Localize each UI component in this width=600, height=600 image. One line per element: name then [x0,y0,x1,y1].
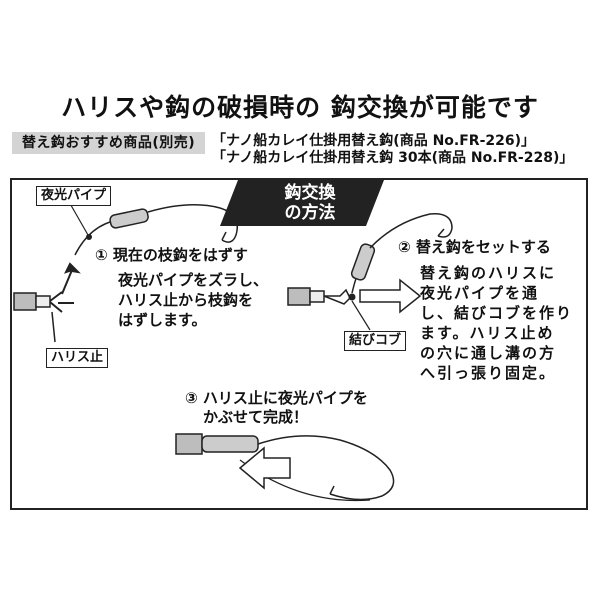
step2-body: 替え鈎のハリスに 夜光パイプを通 し、結びコブを作り ます。ハリス止め の穴に通… [420,263,573,383]
step1-title: ① 現在の枝鈎をはずす [95,246,248,264]
step2-body-line: へ引っ張り固定。 [420,364,557,382]
step1-stopper-clip [49,291,74,313]
step1-up-arrow [61,262,81,295]
step1-diagram [13,199,238,343]
step2-knot [348,293,356,301]
step2-stopper-body [309,290,325,303]
method-frame [10,178,588,510]
step2-hook [369,213,453,249]
step3-title-line: ③ ハリス止に夜光パイプを [185,389,368,407]
step2-body-line: ます。ハリス止め [420,324,555,342]
step1-stopper-pointer [51,311,56,343]
step1-body-line: 夜光パイプをズラし、 [118,271,269,289]
label-knot: 結びコブ [344,331,407,351]
step1-knot [86,234,92,240]
step3-pipe [201,435,259,453]
step1-stopper-sleeve [13,292,37,311]
step1-hook [147,204,238,243]
step3-hook-barb [329,485,335,495]
step2-right-arrow [359,278,422,314]
step3-upper-line [257,435,395,501]
step2-body-line: の穴に通し溝の方 [420,344,557,362]
step2-diagram [287,213,453,331]
step2-pipe [350,243,376,281]
step1-body: 夜光パイプをズラし、 ハリス止から枝鈎を はずします。 [118,270,268,330]
step2-body-line: 替え鈎のハリスに [420,264,557,282]
step3-diagram [175,433,395,502]
product-fr-226: 「ナノ船カレイ仕掛用替え鈎(商品 No.FR-226)」 [212,133,536,149]
step1-body-line: はずします。 [118,311,207,329]
method-banner: 鈎交換 の方法 [265,183,355,223]
label-night-pipe: 夜光パイプ [36,186,112,206]
step1-pipe [109,208,149,229]
step2-stopper-sleeve [287,287,311,306]
banner-line-1: 鈎交換 [284,183,336,203]
step3-left-arrow [238,446,291,490]
step2-hook-barb [437,228,445,237]
label-harisu-stopper: ハリス止 [46,348,109,368]
step2-body-line: し、結びコブを作り [420,304,574,322]
method-banner-shape [220,180,384,226]
step3-stopper-sleeve [175,433,203,455]
step2-body-line: 夜光パイプを通 [420,284,540,302]
step2-knot-pointer [351,300,371,331]
step1-hook-barb [221,231,227,241]
product-fr-228: 「ナノ船カレイ仕掛用替え鈎 30本(商品 No.FR-228)」 [212,150,574,166]
step3-title: ③ ハリス止に夜光パイプを かぶせて完成！ [185,389,368,427]
banner-line-2: の方法 [284,203,336,223]
step1-stopper-body [35,295,51,308]
step2-clip [323,288,351,305]
recommend-badge: 替え鈎おすすめ商品(別売) [12,132,205,154]
step1-body-line: ハリス止から枝鈎を [118,291,254,309]
step3-title-line: かぶせて完成！ [203,408,309,426]
step2-title: ② 替え鈎をセットする [398,238,551,256]
headline: ハリスや鈎の破損時の 鈎交換が可能です [61,93,539,122]
